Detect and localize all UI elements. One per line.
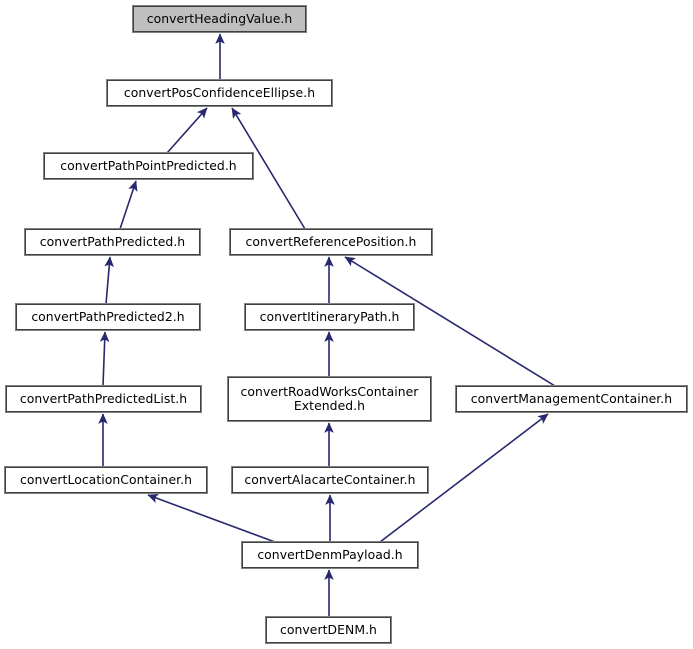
graph-node-pathPredictedList[interactable]: convertPathPredictedList.h: [5, 385, 202, 413]
dependency-arrow: [99, 331, 110, 387]
graph-node-label: convertPathPredicted2.h: [31, 309, 185, 324]
graph-node-referencePosition[interactable]: convertReferencePosition.h: [229, 228, 433, 256]
graph-node-pathPointPredicted[interactable]: convertPathPointPredicted.h: [43, 152, 254, 180]
dependency-arrow: [166, 107, 208, 154]
graph-node-label: convertPathPredicted.h: [39, 234, 186, 249]
graph-node-label: convertPathPointPredicted.h: [60, 158, 237, 173]
graph-node-denmPayload[interactable]: convertDenmPayload.h: [241, 541, 419, 569]
graph-node-label: convertDENM.h: [280, 622, 377, 637]
graph-node-pathPredicted2[interactable]: convertPathPredicted2.h: [15, 303, 201, 331]
graph-node-label: convertDenmPayload.h: [257, 547, 403, 562]
graph-node-headingValue[interactable]: convertHeadingValue.h: [132, 5, 307, 33]
graph-node-label: convertHeadingValue.h: [146, 11, 293, 26]
graph-node-label: convertManagementContainer.h: [470, 391, 673, 406]
graph-node-label: convertReferencePosition.h: [245, 234, 417, 249]
graph-node-label: convertAlacarteContainer.h: [244, 472, 416, 487]
graph-node-label: convertRoadWorksContainer Extended.h: [240, 384, 419, 413]
graph-node-alacarteContainer[interactable]: convertAlacarteContainer.h: [231, 466, 429, 494]
graph-node-itineraryPath[interactable]: convertItineraryPath.h: [244, 303, 415, 331]
graph-node-posConfidenceEllipse[interactable]: convertPosConfidenceEllipse.h: [106, 79, 333, 107]
dependency-arrow: [147, 493, 276, 543]
dependency-arrow: [104, 256, 114, 305]
graph-node-pathPredicted[interactable]: convertPathPredicted.h: [24, 228, 201, 256]
graph-node-locationContainer[interactable]: convertLocationContainer.h: [4, 466, 208, 494]
graph-node-label: convertPathPredictedList.h: [19, 391, 188, 406]
graph-node-managementContainer[interactable]: convertManagementContainer.h: [455, 385, 688, 413]
graph-node-label: convertLocationContainer.h: [19, 472, 193, 487]
graph-node-denm[interactable]: convertDENM.h: [265, 616, 392, 644]
graph-node-label: convertItineraryPath.h: [259, 309, 400, 324]
graph-node-label: convertPosConfidenceEllipse.h: [123, 85, 316, 100]
dependency-arrow: [119, 180, 138, 230]
graph-node-roadWorksContainerExtended[interactable]: convertRoadWorksContainer Extended.h: [227, 376, 432, 422]
